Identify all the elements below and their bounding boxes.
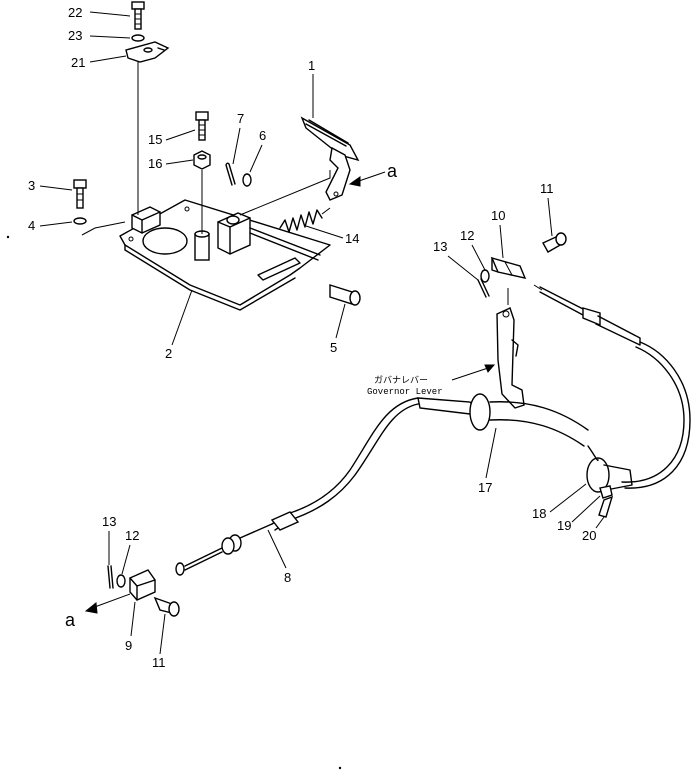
spring-14 [279, 207, 331, 233]
svg-text:12: 12 [125, 528, 139, 543]
callout-6: 6 [249, 128, 266, 173]
svg-text:13: 13 [102, 514, 116, 529]
block-left [131, 206, 161, 234]
svg-text:15: 15 [148, 132, 162, 147]
governor-lever-en: Governor Lever [367, 387, 443, 397]
svg-text:20: 20 [582, 528, 596, 543]
callout-3: 3 [28, 178, 73, 193]
callout-22: 22 [68, 5, 131, 20]
callout-18: 18 [532, 483, 587, 521]
callout-13-right: 13 [433, 239, 479, 281]
svg-text:22: 22 [68, 5, 82, 20]
cotter-pin-7 [225, 162, 236, 186]
callout-16: 16 [148, 156, 194, 171]
pin-11-right [542, 232, 567, 253]
svg-text:23: 23 [68, 28, 82, 43]
svg-text:4: 4 [28, 218, 35, 233]
svg-text:8: 8 [284, 570, 291, 585]
callout-23: 23 [68, 28, 131, 43]
callout-11-right: 11 [540, 181, 554, 237]
svg-text:17: 17 [478, 480, 492, 495]
block-right [217, 212, 251, 255]
callout-8: 8 [267, 529, 291, 585]
svg-text:5: 5 [330, 340, 337, 355]
callout-14: 14 [305, 225, 359, 246]
block-9 [129, 569, 156, 601]
callout-9: 9 [125, 601, 136, 653]
washer-4 [73, 217, 87, 225]
svg-text:2: 2 [165, 346, 172, 361]
callout-10: 10 [491, 208, 505, 259]
pin-11-left [153, 596, 180, 617]
cotter-pin-13-right [477, 278, 490, 298]
view-marker-a-bottom: a [65, 610, 76, 630]
svg-text:9: 9 [125, 638, 132, 653]
callout-12-right: 12 [460, 228, 486, 271]
cotter-pin-13-left [107, 565, 114, 589]
cable-upper-loop [624, 341, 691, 489]
spacer-tube [194, 230, 210, 261]
callout-19: 19 [557, 495, 601, 533]
svg-text:11: 11 [540, 181, 554, 196]
svg-text:12: 12 [460, 228, 474, 243]
svg-text:1: 1 [308, 58, 315, 73]
svg-text:19: 19 [557, 518, 571, 533]
svg-text:14: 14 [345, 231, 359, 246]
callout-5: 5 [330, 303, 346, 355]
callout-15: 15 [148, 129, 196, 147]
pin-5 [329, 284, 361, 306]
svg-text:21: 21 [71, 55, 85, 70]
callout-13-left: 13 [102, 514, 116, 565]
callout-17: 17 [478, 427, 497, 495]
svg-text:3: 3 [28, 178, 35, 193]
governor-lever-jp: ガバナレバー [374, 375, 428, 386]
callout-2: 2 [165, 289, 193, 361]
callout-1: 1 [308, 58, 315, 118]
callout-7: 7 [232, 111, 244, 165]
governor-lever [496, 288, 525, 409]
cable-8 [274, 403, 419, 531]
clamp-17 [417, 393, 589, 447]
svg-text:7: 7 [237, 111, 244, 126]
view-marker-a-top: a [387, 161, 398, 181]
svg-text:13: 13 [433, 239, 447, 254]
svg-text:10: 10 [491, 208, 505, 223]
svg-text:16: 16 [148, 156, 162, 171]
nut-16 [193, 150, 211, 170]
cable-end-upper [533, 284, 641, 346]
svg-text:6: 6 [259, 128, 266, 143]
washer-12-left [116, 574, 126, 588]
block-10 [490, 256, 527, 279]
washer-23 [131, 34, 145, 42]
clamp-18-19-20 [586, 445, 633, 518]
callout-11-left: 11 [152, 613, 166, 670]
callout-12-left: 12 [121, 528, 139, 575]
plate-21 [125, 41, 170, 63]
bolt-22 [131, 1, 145, 30]
callout-20: 20 [582, 516, 605, 543]
bolt-15 [195, 111, 209, 141]
bolt-3 [73, 179, 87, 209]
svg-text:18: 18 [532, 506, 546, 521]
washer-6 [242, 173, 252, 187]
callout-4: 4 [28, 218, 73, 233]
cable-end-lower [175, 511, 300, 576]
callout-21: 21 [71, 55, 127, 70]
pedal-1 [300, 116, 360, 201]
svg-text:11: 11 [152, 655, 166, 670]
